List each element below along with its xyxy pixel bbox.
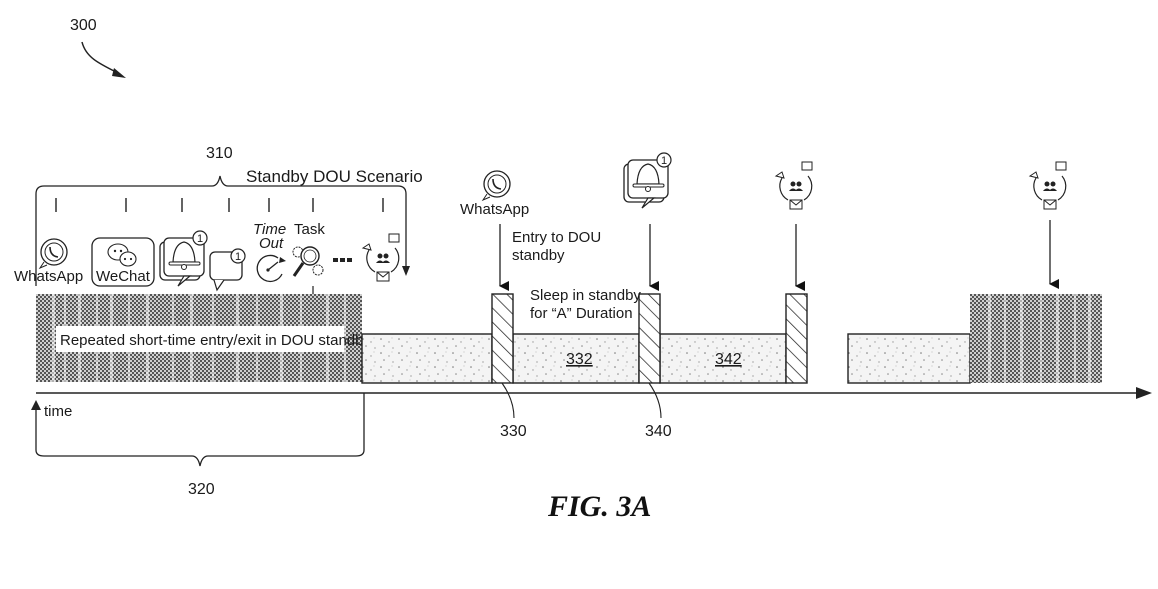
event-social-hub-icon-2 <box>1028 161 1067 210</box>
event-bell-icon: 1 <box>623 152 672 209</box>
time-axis-arrowhead <box>1136 387 1152 399</box>
repeated-region-reference: 320 <box>188 481 215 498</box>
time-axis-label: time <box>44 403 72 420</box>
entry-annotation-line2: standby <box>512 247 565 264</box>
event-social-hub-icon <box>774 161 813 210</box>
wake-reference-340: 340 <box>645 423 672 440</box>
scenario-reference: 310 <box>206 145 233 162</box>
social-hub-icon <box>361 233 400 282</box>
event-bell-badge: 1 <box>661 155 667 167</box>
bell-badge: 1 <box>197 233 203 245</box>
wake-block-3 <box>785 293 808 384</box>
sleep-reference-332: 332 <box>566 351 593 368</box>
repeated-region-bracket <box>35 393 365 467</box>
wake-reference-330: 330 <box>500 423 527 440</box>
sleep-reference-342: 342 <box>715 351 742 368</box>
wechat-icon <box>91 237 155 287</box>
event-whatsapp-icon <box>481 170 511 202</box>
bell-notification-icon: 1 <box>159 230 208 287</box>
sleep-block-late <box>847 333 971 384</box>
repeated-region-label: Repeated short-time entry/exit in DOU st… <box>60 332 371 349</box>
scenario-bracket <box>35 175 407 286</box>
whatsapp-label: WhatsApp <box>14 268 83 285</box>
wake-block-340 <box>638 293 661 384</box>
task-label: Task <box>294 221 325 238</box>
message-notification-icon: 1 <box>209 248 246 292</box>
timeout-label-line2: Out <box>259 235 284 252</box>
repeated-region-label-bg <box>56 326 344 352</box>
sleep-block-332 <box>512 333 640 384</box>
repeated-entry-exit-region-right <box>970 294 1102 383</box>
figure-reference: 300 <box>70 17 97 34</box>
task-icon <box>292 246 324 277</box>
wechat-label: WeChat <box>96 268 151 285</box>
sleep-block-342 <box>659 333 787 384</box>
whatsapp-icon <box>38 238 68 270</box>
wake-block-330 <box>491 293 514 384</box>
figure-caption: FIG. 3A <box>547 490 651 523</box>
message-badge: 1 <box>235 251 241 263</box>
ellipsis-icon <box>333 258 352 262</box>
scenario-tick-marks <box>55 198 384 212</box>
entry-annotation-line1: Entry to DOU <box>512 229 601 246</box>
leader-330 <box>501 382 515 419</box>
timeout-icon <box>256 254 286 283</box>
event-whatsapp-label: WhatsApp <box>460 201 529 218</box>
sleep-block <box>361 333 493 384</box>
sleep-annotation-line1: Sleep in standby <box>530 287 641 304</box>
leader-340 <box>648 382 662 419</box>
right-region-stripes <box>988 294 1091 383</box>
sleep-annotation-line2: for “A” Duration <box>530 305 633 322</box>
scenario-title: Standby DOU Scenario <box>246 167 423 186</box>
timeout-label-line1: Time <box>253 221 286 238</box>
figure-reference-arrowhead <box>112 68 126 78</box>
scenario-bracket-arrowhead <box>402 266 410 276</box>
repeated-bracket-arrowhead <box>31 400 41 410</box>
